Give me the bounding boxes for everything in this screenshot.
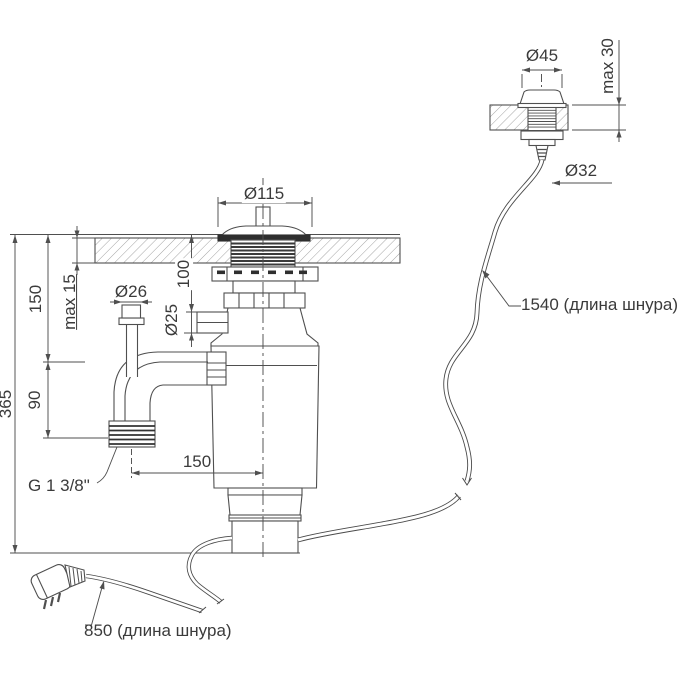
air-hose <box>297 159 545 543</box>
power-cord <box>85 535 233 614</box>
motor-base <box>231 520 299 554</box>
dim-sink-max-thickness: max 15 <box>60 274 80 330</box>
dim-total-height: 365 <box>0 389 16 419</box>
flange-neck <box>232 280 296 294</box>
button-locknut <box>520 130 564 141</box>
lock-collar <box>223 292 306 309</box>
discharge-fitting <box>206 351 227 386</box>
dim-button-diameter: Ø45 <box>525 46 559 66</box>
dim-flange-diameter: Ø115 <box>241 184 287 204</box>
dim-inlet-diameter: Ø26 <box>114 282 148 302</box>
thread-spec-label: G 1 3/8" <box>28 476 90 495</box>
dim-height-100: 100 <box>174 257 194 291</box>
air-button <box>517 89 567 161</box>
dim-axis-offset: 150 <box>182 452 212 472</box>
power-plug <box>30 564 86 610</box>
cord-boot <box>64 564 86 588</box>
arrowheads <box>12 67 622 590</box>
cord-leader <box>85 581 104 626</box>
air-hose-length-label: 1540 (длина шнура) <box>521 295 679 314</box>
thread-leader <box>96 446 118 484</box>
dim-height-150: 150 <box>26 284 46 314</box>
flange-cap-dome <box>220 225 308 236</box>
power-cord-length-label: 850 (длина шнура) <box>84 621 232 640</box>
hose-leader <box>482 270 521 307</box>
dim-height-90: 90 <box>25 390 45 410</box>
button-cap <box>519 89 565 105</box>
inlet-collar <box>118 317 145 326</box>
dim-outlet-diameter: Ø25 <box>162 303 182 337</box>
main-body <box>210 345 320 489</box>
dim-button-hole: Ø32 <box>564 161 598 181</box>
drain-pipe <box>108 304 208 448</box>
dim-button-max-panel: max 30 <box>598 38 618 94</box>
inlet-tube-top <box>121 304 142 319</box>
disposer-unit <box>196 307 320 554</box>
plug-pins <box>42 592 62 610</box>
